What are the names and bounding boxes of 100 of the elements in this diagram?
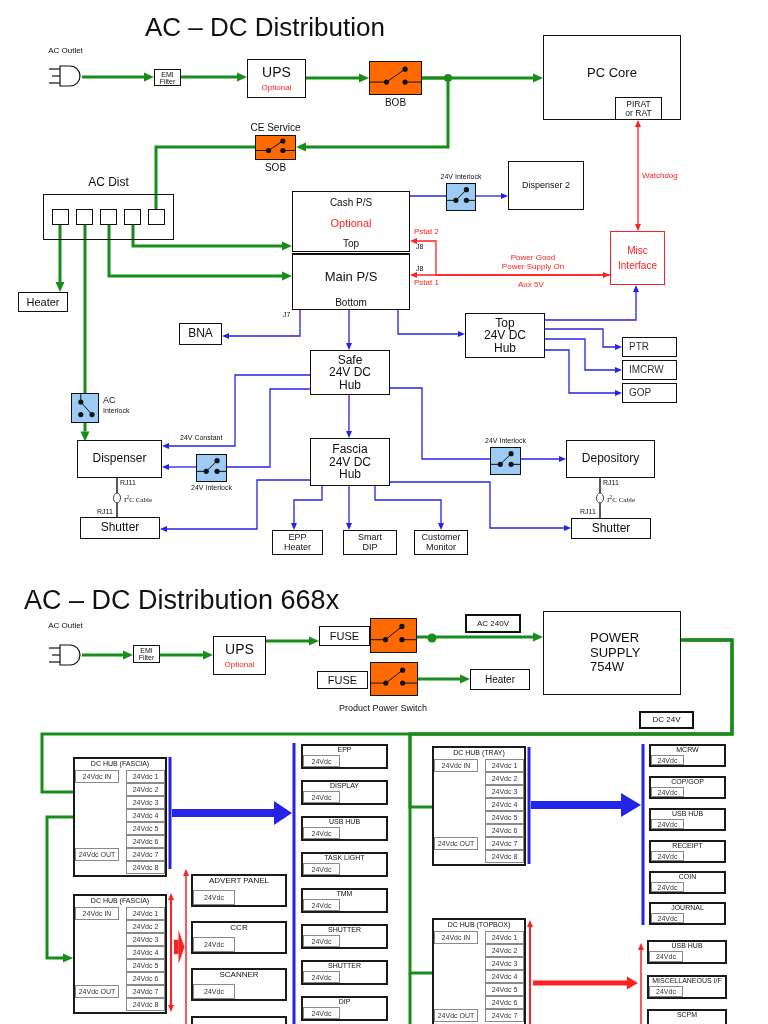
arrow — [346, 485, 352, 530]
switch-label: AC — [103, 396, 116, 406]
arrow — [291, 485, 323, 530]
component-label: FUSE — [327, 673, 358, 687]
bus-bar — [641, 744, 645, 925]
wire — [599, 477, 601, 519]
device-box — [649, 840, 726, 863]
component-box — [317, 671, 368, 689]
wire — [389, 387, 491, 460]
component-label: IMCRW — [629, 364, 664, 376]
component-box — [310, 438, 390, 486]
device-box — [647, 975, 727, 999]
outlet-socket — [52, 209, 69, 225]
device-box — [301, 816, 388, 841]
arrow — [266, 636, 319, 646]
bus-bar — [168, 893, 174, 1012]
hub-box — [432, 918, 526, 1024]
arrow — [346, 309, 352, 350]
arrow — [544, 285, 639, 321]
component-box — [18, 292, 68, 312]
arrow — [82, 72, 154, 82]
outlet-socket — [124, 209, 141, 225]
component-label: Heater — [485, 673, 515, 686]
section-title: AC – DC Distribution 668x — [24, 586, 340, 616]
component-box — [343, 530, 397, 555]
device-box — [647, 1009, 727, 1024]
outlet-socket — [76, 209, 93, 225]
device-box — [191, 1016, 287, 1024]
component-label: Smart DIP — [357, 533, 383, 552]
component-label: Optional — [224, 660, 255, 670]
switch-label: CE Service — [250, 122, 301, 133]
panel-label: AC Dist — [88, 176, 129, 190]
component-box — [310, 350, 390, 395]
arrow — [222, 309, 301, 339]
component-box — [508, 161, 584, 210]
arrow — [296, 76, 450, 152]
wire — [226, 388, 311, 468]
component-box — [154, 69, 181, 86]
switch-label: BOB — [384, 97, 407, 108]
component-box — [543, 35, 681, 120]
component-label: UPS — [225, 641, 254, 658]
tag-label: DC 24V — [652, 715, 681, 725]
component-label: Bottom — [335, 296, 367, 308]
arrow — [417, 632, 543, 642]
component-label: Heater — [26, 295, 60, 309]
device-box — [191, 968, 287, 1001]
component-label: Top 24V DC Hub — [483, 316, 527, 355]
wire — [154, 145, 255, 209]
voltage-tag — [639, 711, 694, 729]
diagram-title: AC – DC Distribution — [145, 13, 385, 42]
device-title: CCR — [230, 923, 248, 933]
device-title: SCANNER — [219, 970, 259, 980]
device-box — [649, 902, 726, 925]
arrow — [544, 338, 622, 373]
component-box — [213, 636, 266, 675]
component-box — [566, 440, 655, 478]
wire — [83, 225, 87, 393]
arrow — [418, 674, 470, 684]
bus-bar — [292, 743, 296, 1024]
arrow — [544, 349, 622, 396]
component-label: Depository — [581, 452, 640, 466]
arrow — [475, 193, 508, 199]
component-box — [622, 360, 677, 380]
hub-box — [73, 757, 167, 877]
component-box — [571, 518, 651, 539]
hub-box — [432, 746, 526, 866]
device-box — [301, 780, 388, 805]
component-box — [615, 97, 662, 120]
component-label: Fascia 24V DC Hub — [328, 443, 372, 481]
signal-label: Aux 5V — [518, 281, 544, 290]
arrow — [160, 650, 213, 660]
switch-label: SOB — [264, 162, 287, 173]
caption-label: Product Power Switch — [339, 704, 428, 714]
signal-label: Pstat 2 — [414, 228, 439, 237]
arrow — [410, 238, 611, 276]
device-box — [647, 940, 727, 964]
component-label: Top — [342, 238, 360, 250]
device-box — [649, 871, 726, 894]
component-box — [610, 231, 665, 285]
component-box — [292, 253, 410, 310]
arrow — [45, 815, 73, 963]
component-box — [292, 191, 410, 252]
device-box — [301, 888, 388, 913]
voltage-tag — [465, 614, 521, 633]
arrow — [82, 650, 133, 660]
component-label: Shutter — [591, 521, 631, 536]
component-label: FUSE — [329, 629, 360, 643]
wire — [408, 638, 734, 975]
arrow — [55, 225, 65, 292]
device-box — [301, 852, 388, 877]
component-box — [414, 530, 468, 555]
component-label: Cash P/S — [329, 197, 373, 209]
component-box — [272, 530, 323, 555]
arrow — [520, 456, 566, 462]
device-box — [649, 808, 726, 831]
component-box — [465, 313, 545, 358]
component-label: EPP Heater — [283, 533, 312, 552]
edge-label: Power Good Power Supply On — [500, 253, 566, 272]
wire — [409, 195, 447, 197]
arrow — [306, 73, 369, 83]
